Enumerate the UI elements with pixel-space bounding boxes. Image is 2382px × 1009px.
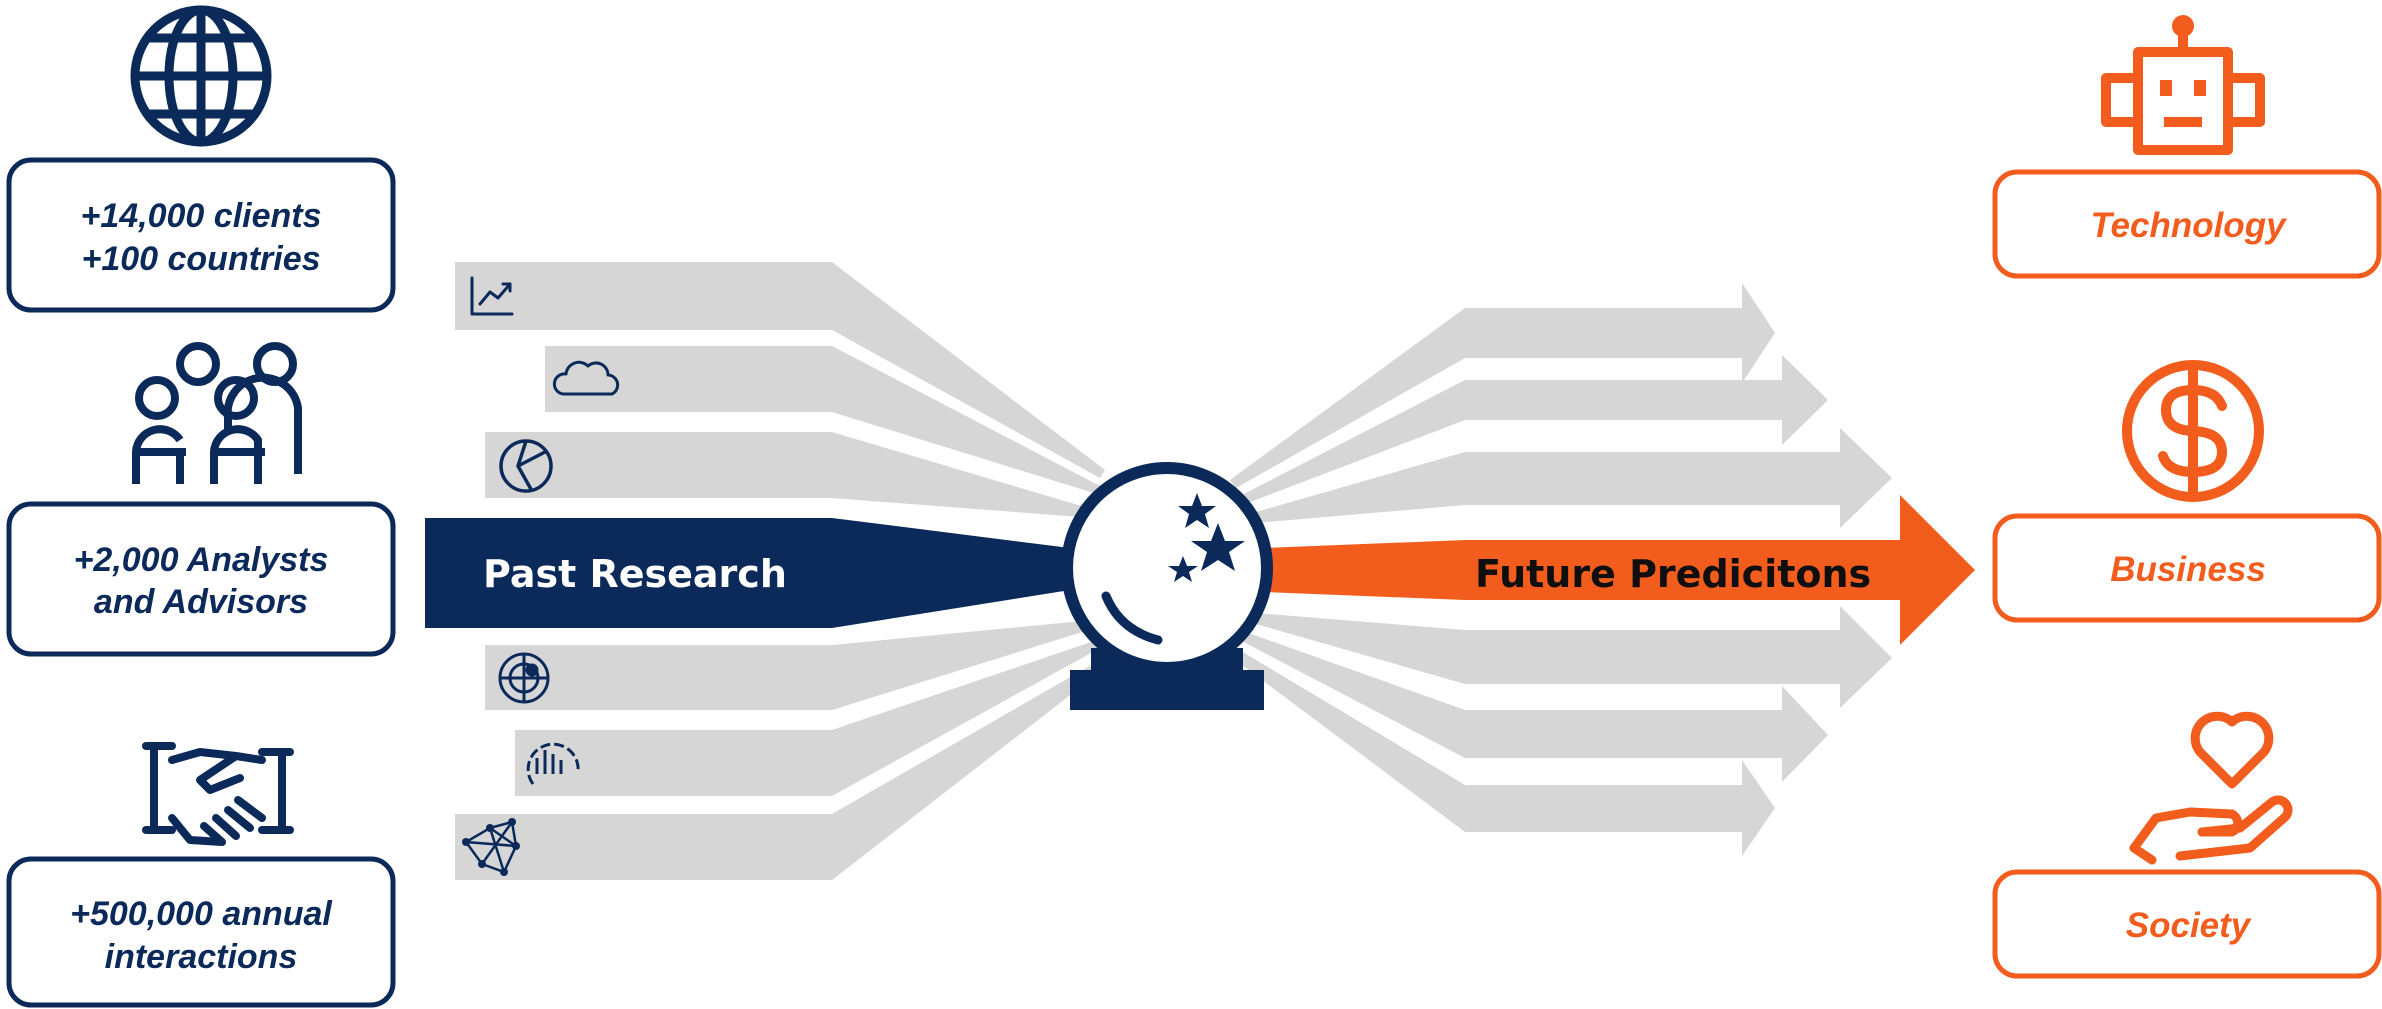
- globe-icon: [130, 5, 272, 147]
- handshake-icon: [142, 742, 294, 846]
- past-research-band: [425, 518, 1070, 628]
- output-arrow-4: [1242, 606, 1892, 708]
- category-box-technology: Technology: [1992, 169, 2382, 279]
- output-arrow-1: [1230, 283, 1775, 488]
- category-box-business: Business: [1992, 513, 2382, 623]
- stat-clients-line1: +14,000 clients: [80, 197, 321, 235]
- input-band-5: [515, 640, 1100, 796]
- category-box-society: Society: [1992, 869, 2382, 979]
- people-icon: [132, 342, 302, 484]
- category-society-label: Society: [2126, 906, 2252, 945]
- network-icon: [462, 818, 520, 876]
- input-band-6: [455, 660, 1105, 880]
- pie-chart-icon: [499, 439, 553, 493]
- output-arrow-2: [1236, 355, 1828, 506]
- input-bands: [455, 262, 1105, 880]
- stat-box-analysts: +2,000 Analysts and Advisors: [6, 501, 396, 657]
- stat-box-interactions: +500,000 annual interactions: [6, 856, 396, 1008]
- stat-box-clients: +14,000 clients +100 countries: [6, 157, 396, 313]
- heart-hand-icon: [2129, 711, 2293, 865]
- stat-interactions-line1: +500,000 annual: [70, 895, 333, 933]
- crystal-ball-icon: [1061, 462, 1273, 710]
- output-arrows: [1230, 283, 1892, 856]
- trend-chart-icon: [470, 276, 514, 316]
- category-technology-label: Technology: [2090, 206, 2287, 245]
- robot-icon: [2101, 15, 2265, 155]
- stat-clients-line2: +100 countries: [81, 240, 320, 278]
- stat-analysts-line2: and Advisors: [94, 583, 308, 621]
- stat-interactions-line2: interactions: [105, 938, 298, 976]
- input-band-2: [545, 346, 1100, 494]
- output-arrow-5: [1236, 630, 1828, 782]
- future-predictions-label: Future Predicitons: [1475, 552, 1871, 596]
- future-predictions-arrow: [1265, 495, 1975, 645]
- bar-gauge-icon: [526, 742, 580, 785]
- input-band-4: [485, 620, 1095, 710]
- stat-analysts-line1: +2,000 Analysts: [74, 541, 329, 579]
- output-arrow-3: [1242, 428, 1892, 528]
- input-band-1: [455, 262, 1105, 478]
- category-business-label: Business: [2110, 550, 2266, 589]
- cloud-icon: [552, 360, 620, 396]
- past-research-label: Past Research: [483, 552, 787, 596]
- output-arrow-6: [1230, 648, 1775, 856]
- dollar-coin-icon: [2122, 360, 2264, 502]
- radar-icon: [498, 652, 550, 704]
- input-band-3: [485, 432, 1095, 518]
